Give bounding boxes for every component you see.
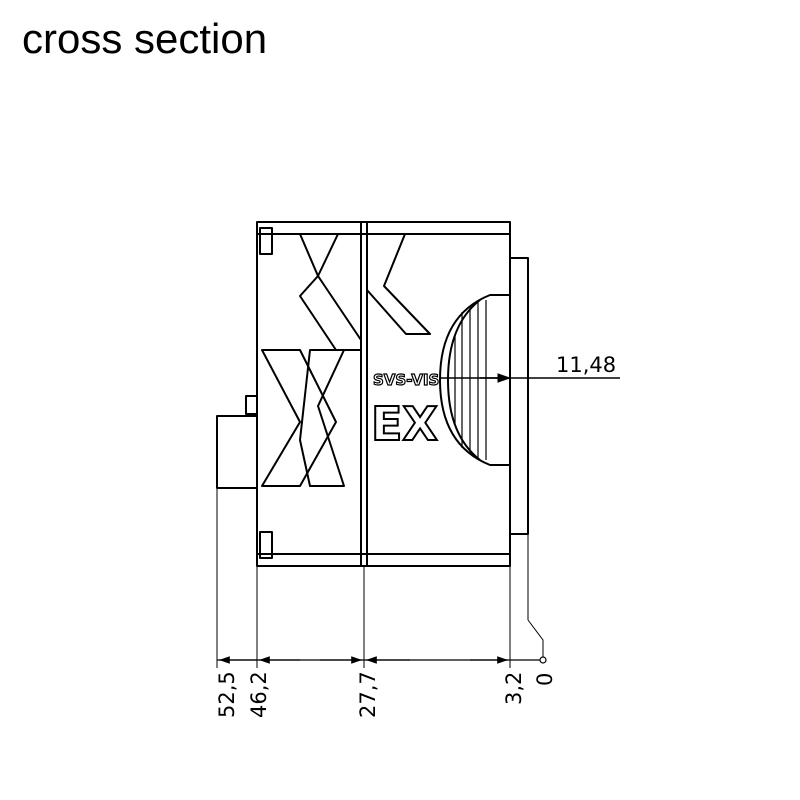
dimension-label-46-2: 46,2: [247, 671, 271, 718]
diameter-label: 11,48: [556, 353, 616, 377]
x-fin-left-lower: [261, 349, 337, 487]
corner-pad-bottom: [259, 531, 273, 559]
dimension-label-27-7: 27,7: [356, 671, 380, 718]
page-title: cross section: [22, 15, 268, 62]
rear-connector: [216, 415, 258, 489]
dimension-label-52-5: 52,5: [215, 671, 239, 718]
brand-label-small: SVS-VIS: [373, 371, 439, 389]
front-flange: [509, 257, 529, 535]
dimension-label-0: 0: [533, 673, 557, 686]
dimension-label-3-2: 3,2: [502, 672, 526, 705]
camera-housing: [256, 221, 511, 567]
connector-latch: [245, 395, 258, 415]
corner-pad-top: [259, 227, 273, 255]
lens-inner-shell: [447, 299, 481, 461]
brand-label-large: EX: [371, 397, 438, 451]
origin-marker: [539, 656, 547, 664]
x-fin-right: [366, 233, 431, 335]
lens-mount-shell: [439, 294, 510, 466]
x-fin-left-upper: [299, 233, 362, 351]
x-fin-center-lower: [299, 349, 345, 487]
